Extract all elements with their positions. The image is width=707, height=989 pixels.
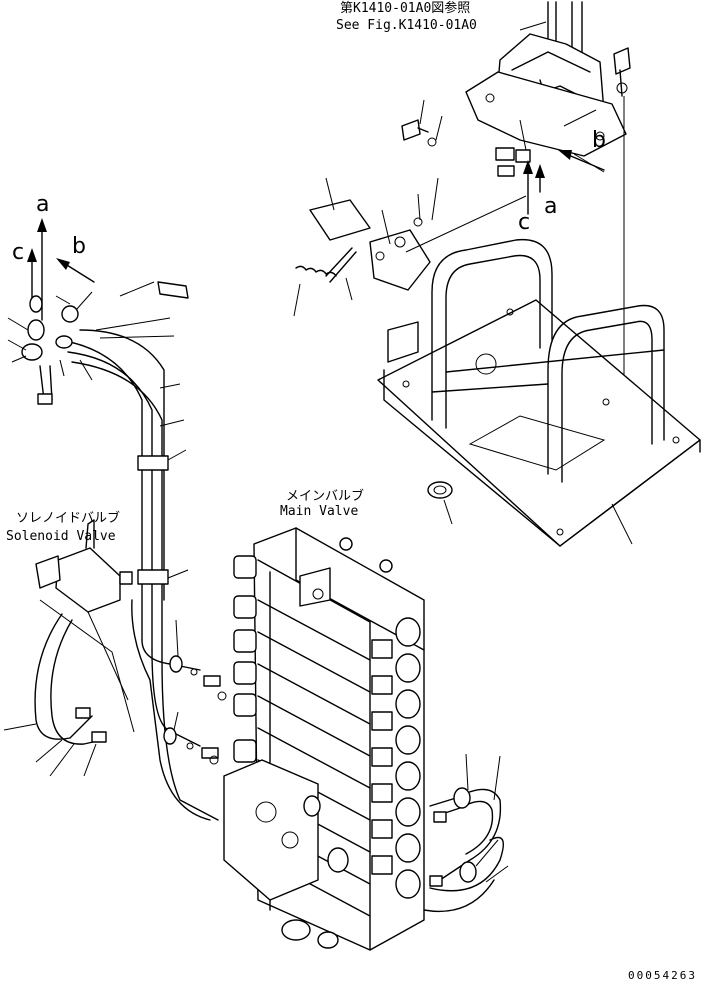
main-valve-label-jp: メインバルブ [286, 489, 365, 504]
arrow-diagonal-icon [558, 150, 605, 171]
bracket-assembly [293, 177, 527, 317]
main-valve-drawing [209, 527, 425, 951]
hose-assembly [7, 281, 189, 661]
lower-hoses [131, 599, 221, 821]
arrow-letter-a-right: a [544, 194, 558, 219]
arrow-diagonal-icon [56, 258, 95, 283]
control-lever-assembly [401, 1, 631, 420]
solenoid-valve-drawing [3, 519, 135, 777]
arrow-letter-c-right: c [518, 210, 531, 235]
solenoid-valve-label-en: Solenoid Valve [6, 529, 116, 544]
arrow-up-icon [523, 160, 533, 215]
arrow-letter-a-left: a [36, 192, 50, 217]
arrow-letter-b-left: b [72, 234, 86, 259]
drawing-number: 00054263 [628, 969, 697, 982]
floor-plate-guard [377, 238, 701, 547]
arrow-up-icon [37, 218, 47, 321]
arrow-up-icon [27, 248, 37, 299]
arrow-letter-c-left: c [12, 240, 25, 265]
right-hoses [423, 753, 509, 913]
right-spool-caps [371, 617, 421, 899]
figure-reference-jp: 第K1410-01A0図参照 [340, 1, 471, 16]
arrow-letter-b-right: b [592, 128, 606, 153]
arrow-up-icon [535, 164, 545, 193]
main-valve-label-en: Main Valve [280, 504, 359, 519]
figure-reference-en: See Fig.K1410-01A0 [336, 18, 477, 33]
solenoid-valve-label-jp: ソレノイドバルブ [16, 511, 121, 526]
